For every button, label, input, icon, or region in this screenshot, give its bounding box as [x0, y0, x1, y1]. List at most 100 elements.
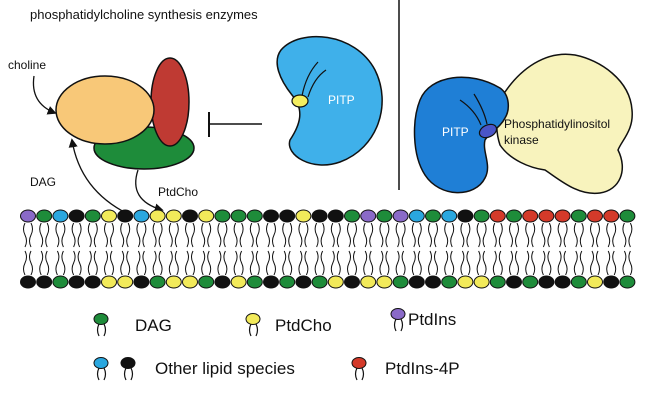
legend-glyph-tail [123, 367, 134, 381]
lipid-tail [55, 222, 60, 248]
lipid-tail [622, 250, 627, 276]
lipid-tail [255, 222, 260, 248]
lipid-head-other-black [36, 275, 53, 289]
lipid-tail [223, 222, 228, 248]
lipid-tail [579, 250, 584, 276]
lipid-tail [557, 222, 562, 248]
lipid-tail [612, 250, 617, 276]
lipid-head-dag [311, 275, 328, 289]
lipid-head-dag [473, 209, 490, 223]
lipid-tail [174, 222, 179, 248]
lipid-head-other-black [133, 275, 150, 289]
pitp-right-lipid-tail [459, 99, 482, 126]
lipid-tail [87, 222, 92, 248]
lipid-head-dag [506, 209, 522, 223]
lipid-tail [444, 250, 449, 276]
legend-glyph-tail [248, 323, 259, 337]
lipid-tail [266, 250, 270, 276]
lipid-tail [541, 222, 546, 248]
lipid-head-dag [198, 275, 215, 289]
lipid-head-ptdcho [101, 275, 117, 289]
lipid-tail [353, 250, 357, 276]
lipid-tail [628, 250, 633, 276]
lipid-tail [304, 222, 309, 248]
pitp-right-ptdins-ligand [478, 123, 498, 139]
lipid-head-ptdcho [165, 275, 182, 289]
lipid-tail [45, 250, 50, 276]
lipid-head-other-black [68, 275, 85, 289]
lipid-head-dag [570, 275, 587, 289]
lipid-tail [401, 222, 406, 248]
lipid-tail [525, 222, 530, 248]
lipid-tail [450, 222, 455, 248]
lipid-tail [411, 222, 416, 248]
lipid-tail [347, 222, 351, 248]
lipid-head-other-black [425, 275, 441, 289]
lipid-head-ptdins [20, 209, 36, 223]
pitp-left-lipid-tail [301, 61, 319, 97]
lipid-tail [23, 250, 27, 276]
legend: DAG PtdCho PtdIns Other lipid species Pt… [93, 308, 460, 381]
lipid-tail [622, 222, 627, 248]
lipid-tail [45, 222, 50, 248]
lipid-tail [476, 222, 481, 248]
lipid-tail [606, 222, 611, 248]
lipid-tail [282, 250, 287, 276]
lipid-head-ptdins4p [603, 209, 620, 223]
lipid-head-ptdcho [376, 275, 393, 289]
lipid-head-dag [344, 209, 360, 223]
lipid-head-ptdins4p [587, 209, 603, 223]
lipid-head-dag [279, 275, 296, 289]
lipid-tail [434, 222, 438, 248]
lipid-tail [531, 250, 536, 276]
lipid-tail [411, 250, 416, 276]
lipid-head-dag [84, 209, 101, 223]
lipid-tail [87, 250, 92, 276]
legend-glyph-head [245, 313, 261, 325]
lipid-head-dag [522, 275, 539, 289]
lipid-head-ptdins [392, 209, 409, 223]
lipid-tail [596, 250, 600, 276]
lipid-tail [71, 222, 76, 248]
lipid-head-other-black [279, 209, 296, 223]
lipid-head-other-blue [408, 209, 425, 223]
lipid-head-dag [489, 275, 506, 289]
lipid-tail [29, 250, 33, 276]
lipid-tail [201, 250, 206, 276]
diagram-title: phosphatidylcholine synthesis enzymes [30, 7, 258, 22]
lipid-tail [628, 222, 633, 248]
lipid-tail [395, 222, 400, 248]
lipid-head-other-black [182, 209, 198, 223]
lipid-tail [320, 222, 325, 248]
legend-glyph-tail [96, 323, 107, 337]
lipid-tail [450, 250, 455, 276]
lipid-tail [39, 222, 44, 248]
lipid-tail [525, 250, 530, 276]
lipid-head-ptdins4p [489, 209, 506, 223]
lipid-head-dag [392, 275, 409, 289]
lipid-head-dag [619, 275, 636, 289]
lipid-head-other-black [457, 209, 474, 223]
lipid-tail [385, 222, 390, 248]
lipid-head-dag [619, 209, 636, 223]
legend-item-ptdcho [245, 313, 261, 337]
lipid-tail [93, 222, 98, 248]
lipid-tail [336, 222, 341, 248]
lipid-tail [152, 222, 157, 248]
lipid-head-other-black [344, 275, 360, 289]
lipid-tail [233, 222, 238, 248]
lipid-tail [288, 222, 293, 248]
legend-label-dag: DAG [135, 316, 172, 335]
lipid-tail [110, 222, 114, 248]
lipid-bilayer [20, 209, 636, 289]
lipid-tail [498, 250, 503, 276]
legend-glyph-tail [354, 367, 365, 381]
lipid-tail [336, 250, 341, 276]
pitp-left-label: PITP [328, 93, 355, 107]
lipid-tail [596, 222, 600, 248]
lipid-tail [39, 250, 44, 276]
lipid-tail [126, 250, 131, 276]
legend-label-ptdcho: PtdCho [275, 316, 332, 335]
